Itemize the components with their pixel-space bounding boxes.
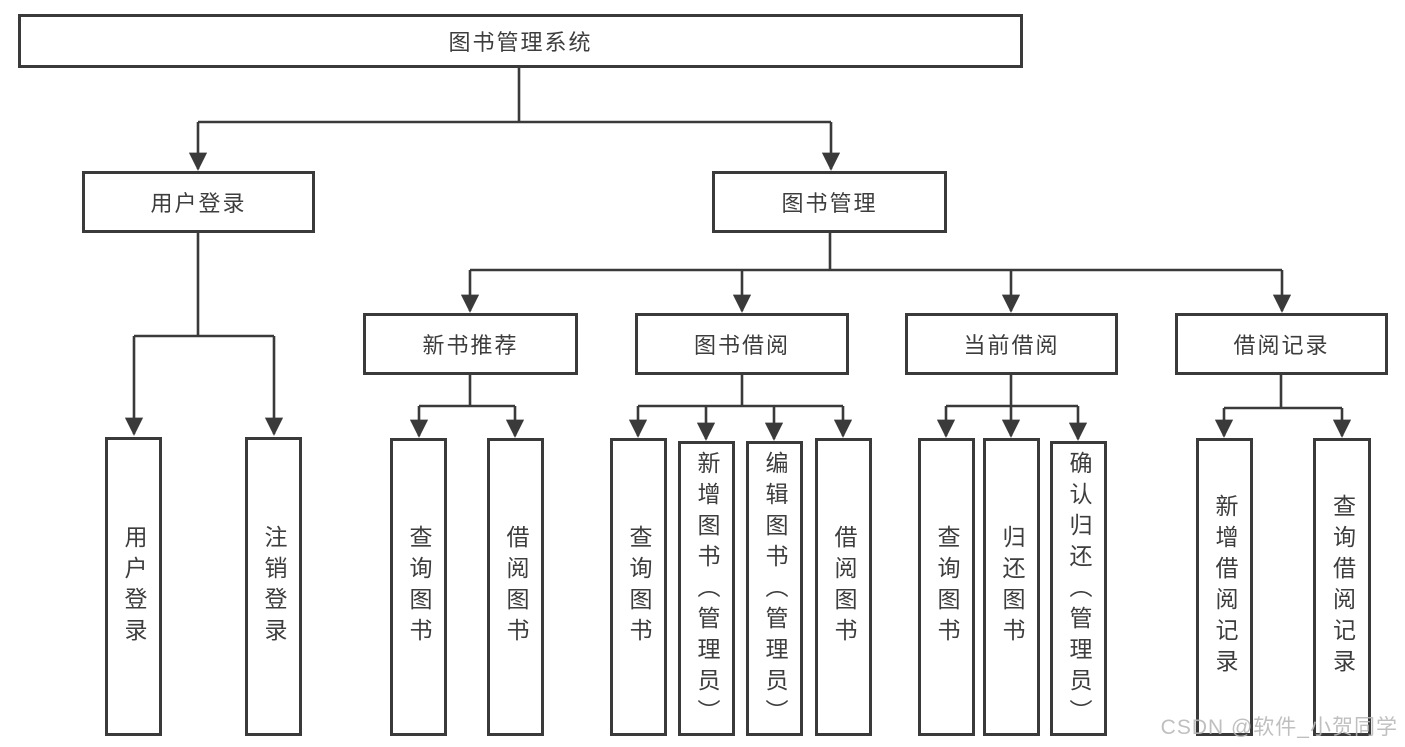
node-current-borrowing: 当前借阅 — [905, 313, 1118, 375]
leaf-edit-books-admin: 编辑图书（管理员） — [746, 441, 803, 736]
node-label: 图书管理 — [781, 191, 878, 216]
node-user-login: 用户登录 — [82, 171, 315, 233]
node-label: 确认归还（管理员） — [1066, 451, 1092, 730]
node-label: 查询借阅记录 — [1329, 494, 1356, 680]
node-label: 图书借阅 — [693, 333, 790, 358]
node-label: 查询图书 — [934, 525, 960, 649]
node-label: 查询图书 — [626, 525, 652, 649]
node-label: 归还图书 — [999, 525, 1025, 649]
node-label: 借阅图书 — [831, 525, 857, 649]
leaf-user-login: 用户登录 — [105, 437, 162, 736]
node-label: 用户登录 — [121, 524, 147, 649]
csdn-watermark: CSDN @软件_小贺同学 — [1160, 716, 1398, 739]
leaf-confirm-return-admin: 确认归还（管理员） — [1050, 441, 1107, 736]
leaf-borrow-books: 借阅图书 — [815, 438, 872, 736]
node-label: 借阅图书 — [503, 525, 529, 649]
tree-branch-lines — [134, 68, 1342, 410]
node-label: 借阅记录 — [1233, 333, 1330, 358]
node-label: 当前借阅 — [963, 333, 1060, 358]
node-label: 新增图书（管理员） — [694, 451, 720, 730]
node-label: 编辑图书（管理员） — [762, 451, 788, 730]
node-label: 查询图书 — [406, 525, 432, 649]
node-label: 新书推荐 — [422, 333, 519, 358]
node-borrowing-records: 借阅记录 — [1175, 313, 1388, 375]
leaf-add-borrow-record: 新增借阅记录 — [1196, 438, 1253, 736]
node-root-system: 图书管理系统 — [18, 14, 1023, 68]
leaf-recommend-borrow-books: 借阅图书 — [487, 438, 544, 736]
leaf-current-query-books: 查询图书 — [918, 438, 975, 736]
leaf-add-books-admin: 新增图书（管理员） — [678, 441, 735, 736]
leaf-query-borrow-record: 查询借阅记录 — [1313, 438, 1371, 736]
leaf-recommend-query-books: 查询图书 — [390, 438, 447, 736]
node-label: 用户登录 — [150, 191, 247, 216]
leaf-logout: 注销登录 — [245, 437, 302, 736]
leaf-borrowing-query-books: 查询图书 — [610, 438, 667, 736]
node-new-book-recommend: 新书推荐 — [363, 313, 578, 375]
node-label: 注销登录 — [261, 524, 287, 649]
leaf-return-books: 归还图书 — [983, 438, 1040, 736]
tree-arrow-drops — [124, 122, 1352, 441]
node-label: 新增借阅记录 — [1212, 494, 1238, 680]
node-label: 图书管理系统 — [448, 30, 593, 55]
node-book-management: 图书管理 — [712, 171, 947, 233]
node-book-borrowing: 图书借阅 — [635, 313, 849, 375]
